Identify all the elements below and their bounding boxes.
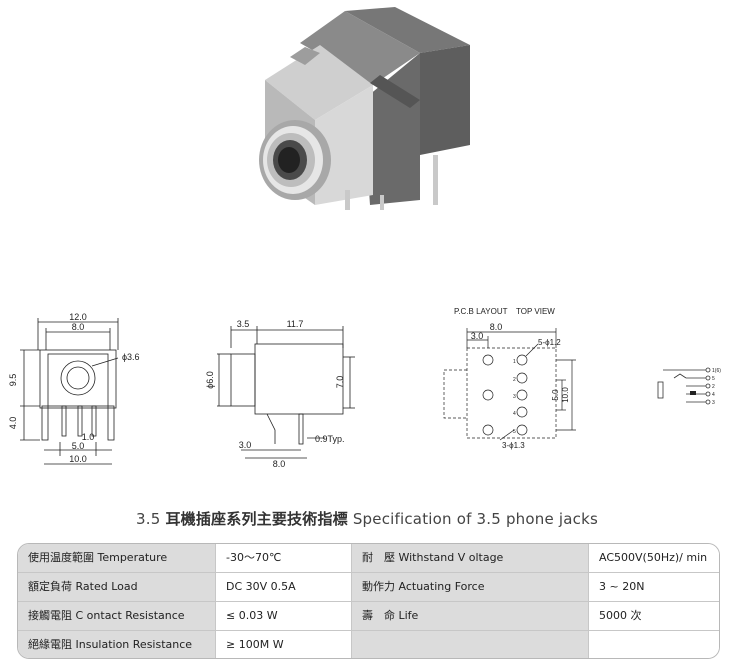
spec-table: 使用温度範圍 Temperature -30～70℃ 耐 壓 Withstand… [17, 543, 720, 659]
schematic-pin-label: 4 [712, 392, 715, 398]
spec-label: 壽 命 Life [351, 602, 588, 630]
pcb-pin-label: 5 [513, 429, 516, 435]
spec-value: ≥ 100M W [215, 631, 351, 658]
side-dim-nose-dia: ϕ6.0 [205, 371, 215, 389]
side-dim-pin-offset: 3.0 [239, 440, 252, 450]
spec-label: 額定負荷 Rated Load [18, 573, 215, 601]
pcb-layout-drawing: P.C.B LAYOUT TOP VIEW 8.0 3.0 5-ϕ1.2 3-ϕ… [443, 307, 576, 450]
spec-label: 使用温度範圍 Temperature [18, 544, 215, 572]
pcb-pin-label: 4 [513, 411, 516, 417]
spec-label [351, 631, 588, 658]
schematic-pin-label: 3 [712, 400, 715, 406]
spec-title-chinese: 耳機插座系列主要技術指標 [165, 510, 348, 528]
front-dim-pin-span: 5.0 [72, 441, 85, 451]
pcb-dim-height: 10.0 [561, 387, 570, 403]
schematic-pin-label: 5 [712, 376, 715, 382]
spec-label: 耐 壓 Withstand V oltage [351, 544, 588, 572]
pcb-dim-small-holes: 5-ϕ1.2 [538, 338, 561, 347]
spec-title: 3.5 耳機插座系列主要技術指標 Specification of 3.5 ph… [0, 508, 734, 529]
spec-value: 5000 次 [588, 602, 719, 630]
spec-value: AC500V(50Hz)/ min [588, 544, 719, 572]
side-dim-nose: 3.5 [237, 319, 250, 329]
pcb-dim-offset: 3.0 [471, 331, 484, 341]
pcb-pin-label: 3 [513, 394, 516, 400]
spec-title-english: Specification of 3.5 phone jacks [352, 510, 598, 528]
spec-label: 動作力 Actuating Force [351, 573, 588, 601]
pcb-dim-pitch: 5.0 [551, 389, 560, 401]
spec-title-number: 3.5 [136, 510, 161, 528]
spec-row: 絕緣電阻 Insulation Resistance ≥ 100M W [18, 630, 719, 658]
front-dim-total-width: 12.0 [69, 312, 87, 322]
side-dim-body: 11.7 [287, 319, 304, 329]
spec-value: -30～70℃ [215, 544, 351, 572]
spec-value [588, 631, 719, 658]
pcb-dim-width: 8.0 [490, 322, 503, 332]
spec-row: 使用温度範圍 Temperature -30～70℃ 耐 壓 Withstand… [18, 544, 719, 572]
spec-value: ≤ 0.03 W [215, 602, 351, 630]
spec-label: 絕緣電阻 Insulation Resistance [18, 631, 215, 658]
front-dim-inner-width: 8.0 [72, 322, 85, 332]
side-view-drawing: 3.5 11.7 ϕ6.0 7.0 3.0 0.9Typ. 8.0 [205, 319, 355, 469]
pcb-pin-label: 2 [513, 377, 516, 383]
schematic-pin-label: 2 [712, 384, 715, 390]
side-dim-height: 7.0 [335, 376, 345, 389]
spec-value: DC 30V 0.5A [215, 573, 351, 601]
pcb-top-view-title: TOP VIEW [516, 307, 555, 316]
spec-value: 3 ~ 20N [588, 573, 719, 601]
spec-label: 接觸電阻 C ontact Resistance [18, 602, 215, 630]
front-dim-height-lower: 4.0 [8, 417, 18, 430]
pcb-layout-title: P.C.B LAYOUT [454, 307, 508, 316]
front-dim-hole: ϕ3.6 [122, 352, 140, 362]
front-dim-height-upper: 9.5 [8, 374, 18, 387]
schematic-symbol: 1(6) 5 2 4 3 [657, 367, 721, 406]
spec-row: 額定負荷 Rated Load DC 30V 0.5A 動作力 Actuatin… [18, 572, 719, 601]
side-dim-base: 8.0 [273, 459, 286, 469]
spec-row: 接觸電阻 C ontact Resistance ≤ 0.03 W 壽 命 Li… [18, 601, 719, 630]
front-dim-pin-gap: 1.0 [82, 432, 95, 442]
front-view-drawing: 12.0 8.0 ϕ3.6 9.5 4.0 1.0 5.0 10.0 [8, 312, 140, 465]
pcb-dim-large-holes: 3-ϕ1.3 [502, 441, 525, 450]
product-photo [259, 7, 470, 210]
side-dim-pin-length: 0.9Typ. [315, 434, 345, 444]
pcb-pin-label: 1 [513, 359, 516, 365]
front-dim-base-width: 10.0 [69, 454, 87, 464]
schematic-pin-label: 1(6) [712, 368, 721, 374]
